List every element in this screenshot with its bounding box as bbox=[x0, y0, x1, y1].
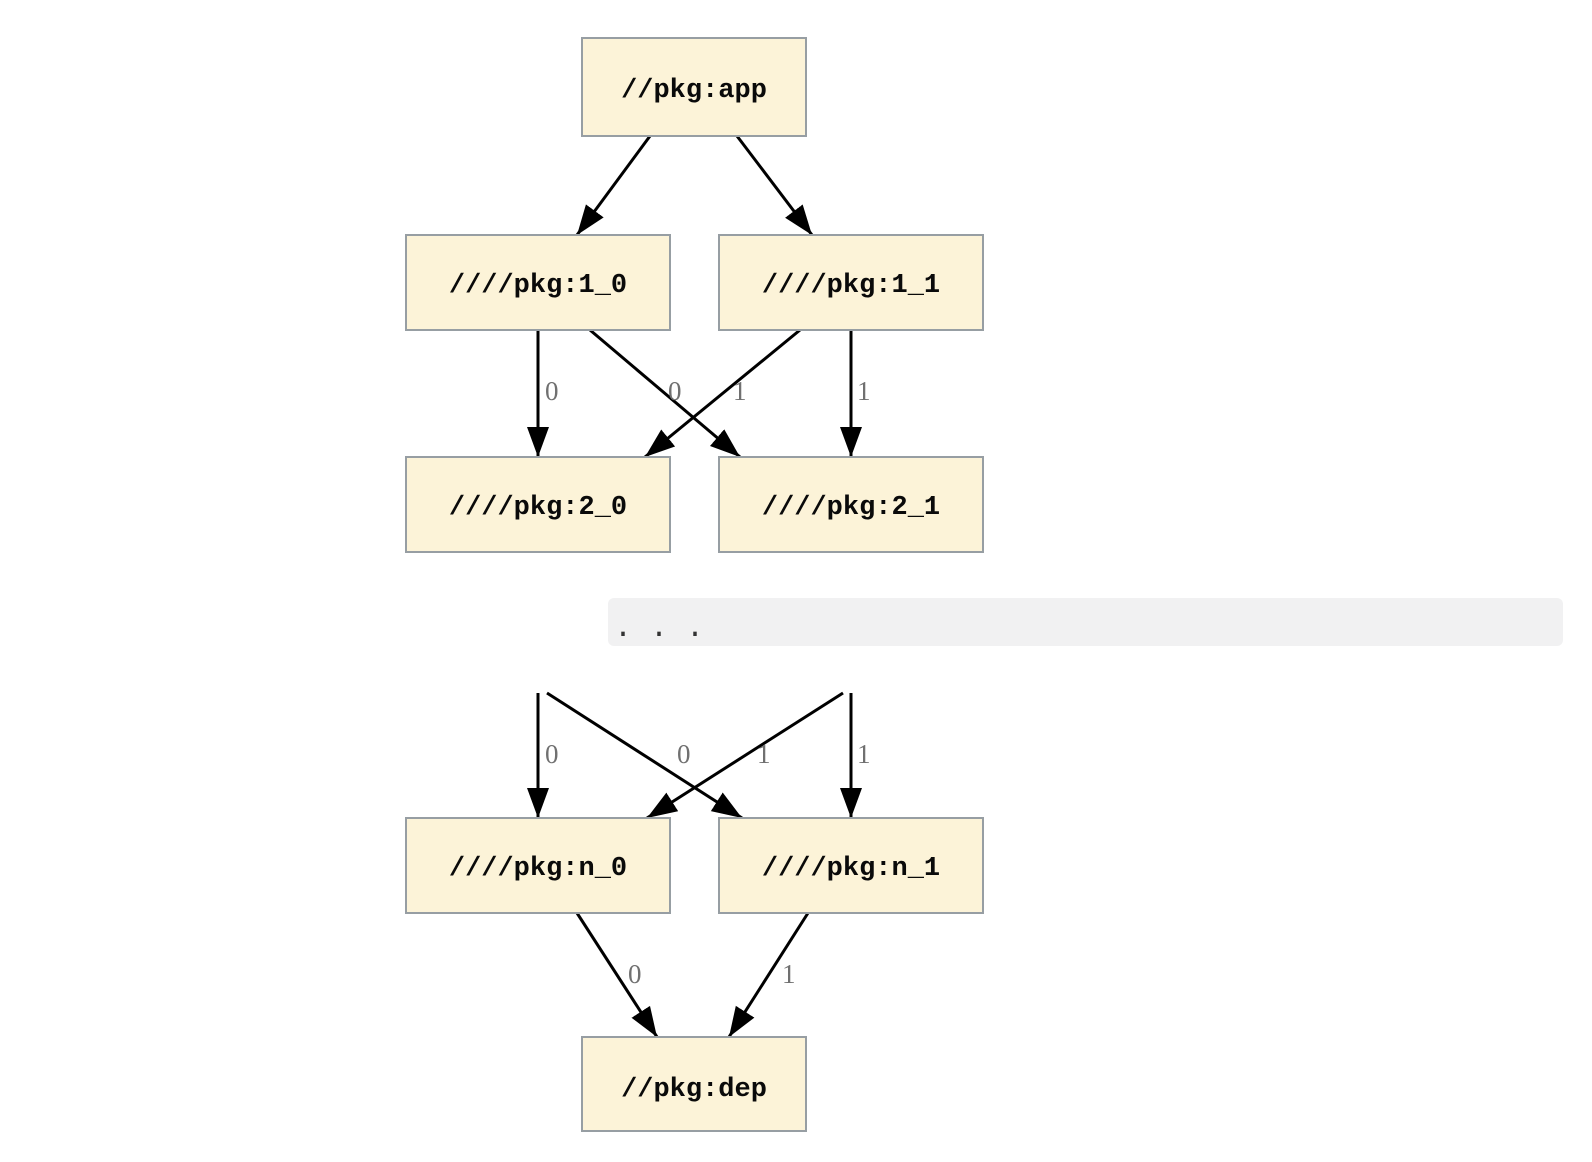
ellipsis-text: . . . bbox=[614, 612, 704, 646]
node-pkg2_0-box bbox=[405, 456, 671, 553]
node-pkgn_1-label: ////pkg:n_1 bbox=[762, 854, 940, 884]
node-pkgn_0: ////pkg:n_0 bbox=[405, 817, 671, 914]
node-pkg1_1-label: ////pkg:1_1 bbox=[762, 271, 940, 301]
edge-label: 0 bbox=[545, 739, 559, 769]
node-dep-label: //pkg:dep bbox=[621, 1075, 767, 1105]
edge-label: 0 bbox=[545, 376, 559, 406]
edge-label: 1 bbox=[857, 739, 871, 769]
node-pkg1_1: ////pkg:1_1 bbox=[718, 234, 984, 331]
edge-label: 1 bbox=[857, 376, 871, 406]
node-app: //pkg:app bbox=[581, 37, 807, 137]
edge-elided1-to-pkgn_0 bbox=[646, 691, 844, 820]
node-dep: //pkg:dep bbox=[581, 1036, 807, 1132]
node-pkgn_1: ////pkg:n_1 bbox=[718, 817, 984, 914]
edge-pkgn_1-to-dep bbox=[727, 912, 810, 1038]
node-pkg2_0: ////pkg:2_0 bbox=[405, 456, 671, 553]
node-app-box bbox=[581, 37, 807, 137]
node-pkg2_1-box bbox=[718, 456, 984, 553]
node-pkgn_0-box bbox=[405, 817, 671, 914]
node-pkg2_0-label: ////pkg:2_0 bbox=[449, 493, 627, 523]
edge-elided0-to-pkgn_1 bbox=[546, 691, 743, 820]
edge-pkgn_0-to-dep bbox=[575, 912, 659, 1038]
node-dep-box bbox=[581, 1036, 807, 1132]
node-pkg2_1-label: ////pkg:2_1 bbox=[762, 493, 940, 523]
code-block-background bbox=[608, 598, 1563, 646]
edge-label: 1 bbox=[733, 376, 747, 406]
edge-pkg1_0-to-pkg2_1 bbox=[589, 328, 741, 459]
edge-label: 1 bbox=[782, 959, 796, 989]
edge-label: 0 bbox=[668, 376, 682, 406]
edge-label: 0 bbox=[677, 739, 691, 769]
node-pkg1_0-label: ////pkg:1_0 bbox=[449, 271, 627, 301]
node-pkgn_1-box bbox=[718, 817, 984, 914]
edge-label: 1 bbox=[757, 739, 771, 769]
edge-pkg1_1-to-pkg2_0 bbox=[644, 328, 801, 459]
node-app-label: //pkg:app bbox=[621, 76, 767, 106]
edge-label: 0 bbox=[628, 959, 642, 989]
elided-levels-code-block: . . . bbox=[608, 598, 1563, 646]
edge-app-to-pkg1_1 bbox=[735, 135, 814, 236]
node-pkg1_1-box bbox=[718, 234, 984, 331]
node-pkgn_0-label: ////pkg:n_0 bbox=[449, 854, 627, 884]
node-pkg2_1: ////pkg:2_1 bbox=[718, 456, 984, 553]
edge-app-to-pkg1_0 bbox=[575, 135, 652, 236]
node-pkg1_0-box bbox=[405, 234, 671, 331]
node-pkg1_0: ////pkg:1_0 bbox=[405, 234, 671, 331]
